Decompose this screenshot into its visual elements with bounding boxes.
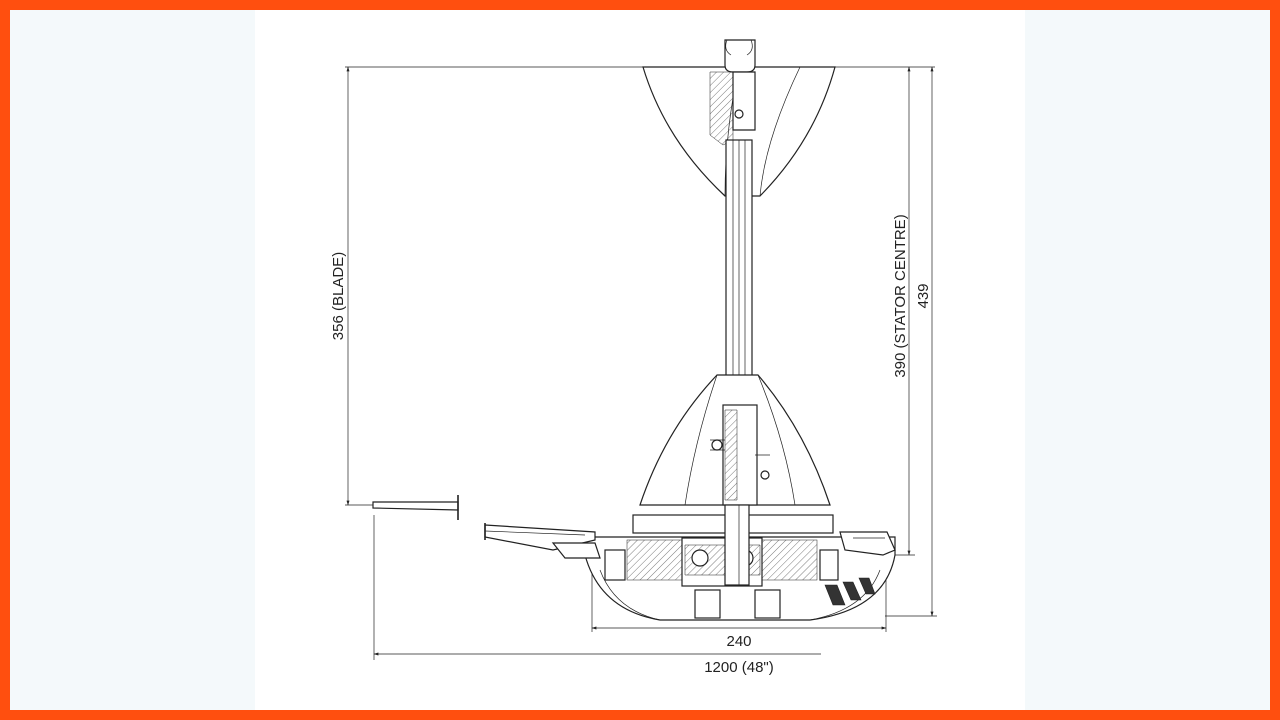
motor-cover [639, 374, 831, 506]
overall-height-label: 439 [915, 283, 932, 308]
canopy [642, 39, 836, 197]
motor-width-label: 240 [726, 633, 751, 650]
dimension-blade-height: 356 (BLADE) [330, 66, 645, 506]
blade-arm [484, 523, 601, 559]
drawing-panel: 356 (BLADE) 390 (STATOR CENTRE) 439 240 … [255, 10, 1025, 710]
dimension-blade-span: 1200 (48") [373, 515, 821, 676]
dimension-motor-width: 240 [591, 565, 887, 650]
stator-centre-height-label: 390 (STATOR CENTRE) [892, 214, 909, 377]
ceiling-fan-technical-drawing: 356 (BLADE) 390 (STATOR CENTRE) 439 240 … [330, 39, 937, 676]
dimension-stator-centre-height: 390 (STATOR CENTRE) [835, 66, 935, 556]
blade-tip [372, 495, 459, 520]
motor-housing [584, 504, 896, 621]
blade-span-label: 1200 (48") [704, 659, 774, 676]
dimension-overall-height: 439 [885, 66, 937, 617]
blade-height-label: 356 (BLADE) [330, 252, 347, 340]
